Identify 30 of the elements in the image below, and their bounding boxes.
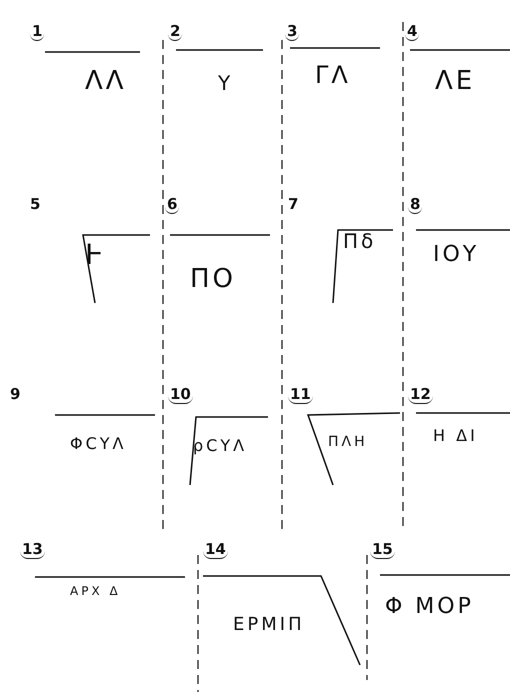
inscription-letters: Πδ xyxy=(343,230,376,252)
fragment-number: 14 xyxy=(203,540,228,559)
inscription-letters: ΓΛ xyxy=(315,62,351,88)
inscription-letters: ΠΟ xyxy=(190,265,236,294)
fragment-number: 10 xyxy=(168,385,193,404)
inscription-letters: Η ΔΙ xyxy=(433,427,478,445)
inscription-letters: ρϹΥΛ xyxy=(193,437,248,455)
inscription-letters: Ͱ xyxy=(85,240,106,271)
fragment-number: 2 xyxy=(168,22,182,41)
fragment-number: 8 xyxy=(408,195,422,214)
inscription-letters: ΛΕ xyxy=(435,67,476,96)
inscription-letters: ΙΟΥ xyxy=(433,243,480,268)
fragment-number: 15 xyxy=(370,540,395,559)
fragment-number: 9 xyxy=(10,385,20,403)
inscription-letters: Φ ΜΟΡ xyxy=(385,595,474,620)
fragment-number: 12 xyxy=(408,385,433,404)
fragment-number: 1 xyxy=(30,22,44,41)
fragment-number: 3 xyxy=(285,22,300,41)
inscription-letters: ΑΡΧ Δ xyxy=(70,585,121,598)
inscription-letters: ΠΛΗ xyxy=(328,435,368,450)
inscription-letters: ΦϹΥΛ xyxy=(70,435,126,453)
fragment-number: 6 xyxy=(165,195,180,214)
inscription-letters: ΕΡΜΙΠ xyxy=(233,615,305,635)
inscription-letters: Υ xyxy=(218,72,234,94)
fragment-number: 7 xyxy=(288,195,298,213)
fragment-number: 5 xyxy=(30,195,40,213)
inscription-letters: ΛΛ xyxy=(85,67,127,96)
fragment-number: 11 xyxy=(288,385,313,404)
fragment-number: 4 xyxy=(405,22,420,41)
fragment-number: 13 xyxy=(20,540,45,559)
